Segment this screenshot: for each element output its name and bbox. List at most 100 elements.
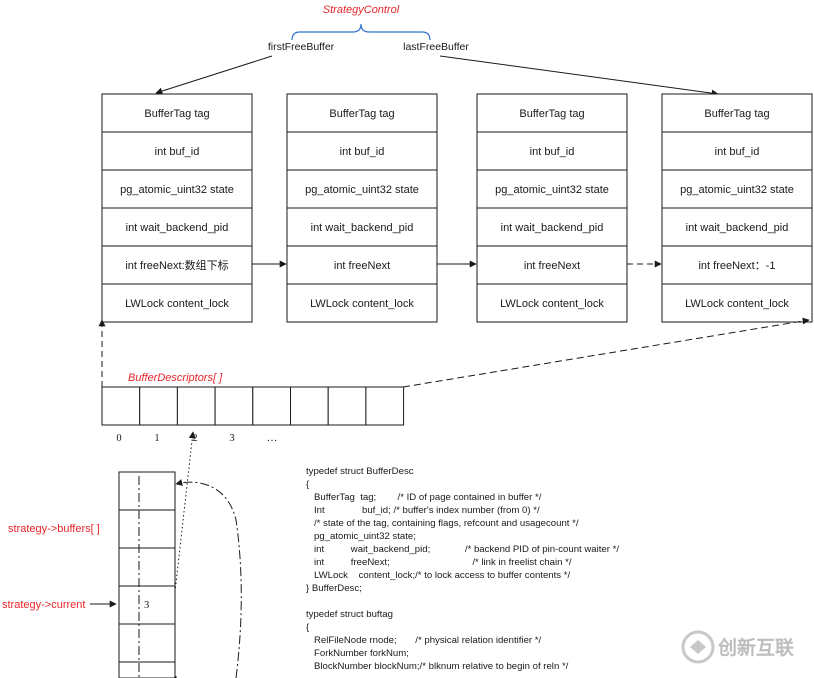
code-line: ForkNumber forkNum; bbox=[306, 648, 409, 659]
code-line: typedef struct BufferDesc bbox=[306, 466, 414, 477]
array-cell bbox=[365, 386, 405, 426]
descriptor-field-text: int buf_id bbox=[715, 146, 760, 158]
watermark-text: 创新互联 bbox=[717, 636, 794, 659]
descriptor-field-text: int buf_id bbox=[530, 146, 575, 158]
descriptor-field-cell bbox=[661, 207, 813, 247]
last-free-buffer-label: lastFreeBuffer bbox=[403, 41, 469, 53]
descriptor-field-cell bbox=[286, 131, 438, 171]
buffer-descriptors-label: BufferDescriptors[ ] bbox=[128, 372, 223, 384]
current-slot-value: 3 bbox=[144, 600, 149, 611]
ring-loop-arrow bbox=[175, 479, 242, 678]
descriptor-field-text: int wait_backend_pid bbox=[501, 222, 604, 234]
array-index: 3 bbox=[229, 433, 234, 444]
descriptor-field-cell bbox=[476, 283, 628, 323]
ring-cell bbox=[118, 585, 176, 625]
descriptor-field-cell bbox=[661, 169, 813, 209]
descriptor-field-cell bbox=[101, 283, 253, 323]
descriptor-field-text: int freeNext bbox=[334, 260, 390, 272]
descriptor-field-cell bbox=[661, 245, 813, 285]
descriptor-field-text: int buf_id bbox=[340, 146, 385, 158]
descriptor-field-cell bbox=[286, 245, 438, 285]
array-indices: 0 1 2 3 … bbox=[116, 433, 277, 444]
descriptor-field-cell bbox=[101, 131, 253, 171]
descriptor-field-text: int freeNext:数组下标 bbox=[125, 258, 228, 272]
buffer-descriptor-1: BufferTag tag int buf_id pg_atomic_uint32 … bbox=[286, 93, 438, 323]
ring-cell bbox=[118, 471, 176, 511]
descriptor-field-cell bbox=[476, 131, 628, 171]
array-cell bbox=[290, 386, 329, 426]
descriptor-field-text: BufferTag tag bbox=[704, 108, 769, 120]
strategy-control-label: StrategyControl bbox=[323, 4, 400, 16]
descriptor-field-text: int wait_backend_pid bbox=[126, 222, 229, 234]
array-cell bbox=[101, 386, 141, 426]
descriptor-field-cell bbox=[101, 207, 253, 247]
struct-definition-code: typedef struct BufferDesc { BufferTag tag… bbox=[306, 466, 619, 672]
descriptor-field-text: int wait_backend_pid bbox=[686, 222, 789, 234]
code-line: typedef struct buftag bbox=[306, 609, 393, 620]
descriptor-field-text: pg_atomic_uint32 state bbox=[120, 184, 234, 196]
code-line: int wait_backend_pid; /* backend PID of … bbox=[306, 544, 619, 555]
descriptor-field-text: LWLock content_lock bbox=[125, 298, 229, 310]
code-line: int freeNext; /* link in freelist chain … bbox=[306, 557, 572, 568]
strategy-current-label: strategy->current bbox=[2, 599, 85, 611]
descriptor-field-text: LWLock content_lock bbox=[310, 298, 414, 310]
descriptor-field-text: LWLock content_lock bbox=[500, 298, 604, 310]
descriptor-field-cell bbox=[661, 93, 813, 133]
descriptor-field-text: BufferTag tag bbox=[519, 108, 584, 120]
code-line: RelFileNode rnode; /* physical relation … bbox=[306, 635, 541, 646]
array-cell bbox=[176, 386, 216, 426]
code-line: pg_atomic_uint32 state; bbox=[306, 531, 416, 542]
array-index: 2 bbox=[192, 433, 197, 444]
descriptor-field-text: pg_atomic_uint32 state bbox=[305, 184, 419, 196]
array-cell bbox=[252, 386, 292, 426]
descriptor-field-text: BufferTag tag bbox=[144, 108, 209, 120]
strategy-buffers-ring bbox=[118, 471, 176, 678]
code-line: BufferTag tag; /* ID of page contained i… bbox=[306, 492, 542, 503]
ring-cell bbox=[118, 623, 176, 663]
descriptor-field-cell bbox=[286, 283, 438, 323]
code-line: /* state of the tag, containing flags, r… bbox=[306, 518, 579, 529]
first-free-buffer-label: firstFreeBuffer bbox=[268, 41, 335, 53]
array-index: 0 bbox=[116, 433, 121, 444]
descriptor-field-text: int buf_id bbox=[155, 146, 200, 158]
strategy-buffers-label: strategy->buffers[ ] bbox=[8, 523, 100, 535]
descriptor-boxes: BufferTag tag int buf_id pg_atomic_uint32 … bbox=[101, 93, 813, 323]
code-line: Int buf_id; /* buffer's index number (fr… bbox=[306, 505, 540, 516]
array-cell bbox=[327, 386, 367, 426]
buffer-descriptors-array bbox=[101, 386, 405, 426]
descriptor-field-cell bbox=[286, 207, 438, 247]
first-free-buffer-arrow bbox=[155, 55, 273, 95]
buffer-descriptor-2: BufferTag tag int buf_id pg_atomic_uint32 … bbox=[476, 93, 628, 323]
buffer-descriptor-0: BufferTag tag int buf_id pg_atomic_uint32 … bbox=[101, 93, 253, 323]
code-line: { bbox=[306, 622, 310, 633]
array-index: … bbox=[267, 433, 278, 444]
descriptor-field-text: BufferTag tag bbox=[329, 108, 394, 120]
array-index: 1 bbox=[154, 433, 159, 444]
watermark-logo: 创新互联 bbox=[681, 630, 794, 664]
descriptor-field-cell bbox=[476, 245, 628, 285]
descriptor-field-cell bbox=[476, 207, 628, 247]
descriptor-field-cell bbox=[101, 169, 253, 209]
array-last-link bbox=[402, 317, 810, 388]
strategy-control-brace bbox=[291, 23, 431, 41]
descriptor-field-cell bbox=[661, 283, 813, 323]
code-line: LWLock content_lock;/* to lock access to… bbox=[306, 570, 570, 581]
descriptor-field-text: int freeNext：-1 bbox=[698, 260, 775, 272]
descriptor-field-text: pg_atomic_uint32 state bbox=[495, 184, 609, 196]
descriptor-field-text: int wait_backend_pid bbox=[311, 222, 414, 234]
slot-to-descriptor-link bbox=[174, 431, 196, 593]
descriptor-field-cell bbox=[101, 93, 253, 133]
ring-cell bbox=[118, 661, 176, 678]
ring-cell bbox=[118, 509, 176, 549]
ring-cell bbox=[118, 547, 176, 587]
descriptor-field-cell bbox=[661, 131, 813, 171]
array-cell bbox=[214, 386, 254, 426]
code-line: { bbox=[306, 479, 310, 490]
descriptor-field-text: int freeNext bbox=[524, 260, 580, 272]
last-free-buffer-arrow bbox=[439, 55, 719, 97]
descriptor-field-text: LWLock content_lock bbox=[685, 298, 789, 310]
code-line: BlockNumber blockNum;/* blknum relative … bbox=[306, 661, 569, 672]
code-line: } BufferDesc; bbox=[306, 583, 362, 594]
descriptor-field-text: pg_atomic_uint32 state bbox=[680, 184, 794, 196]
